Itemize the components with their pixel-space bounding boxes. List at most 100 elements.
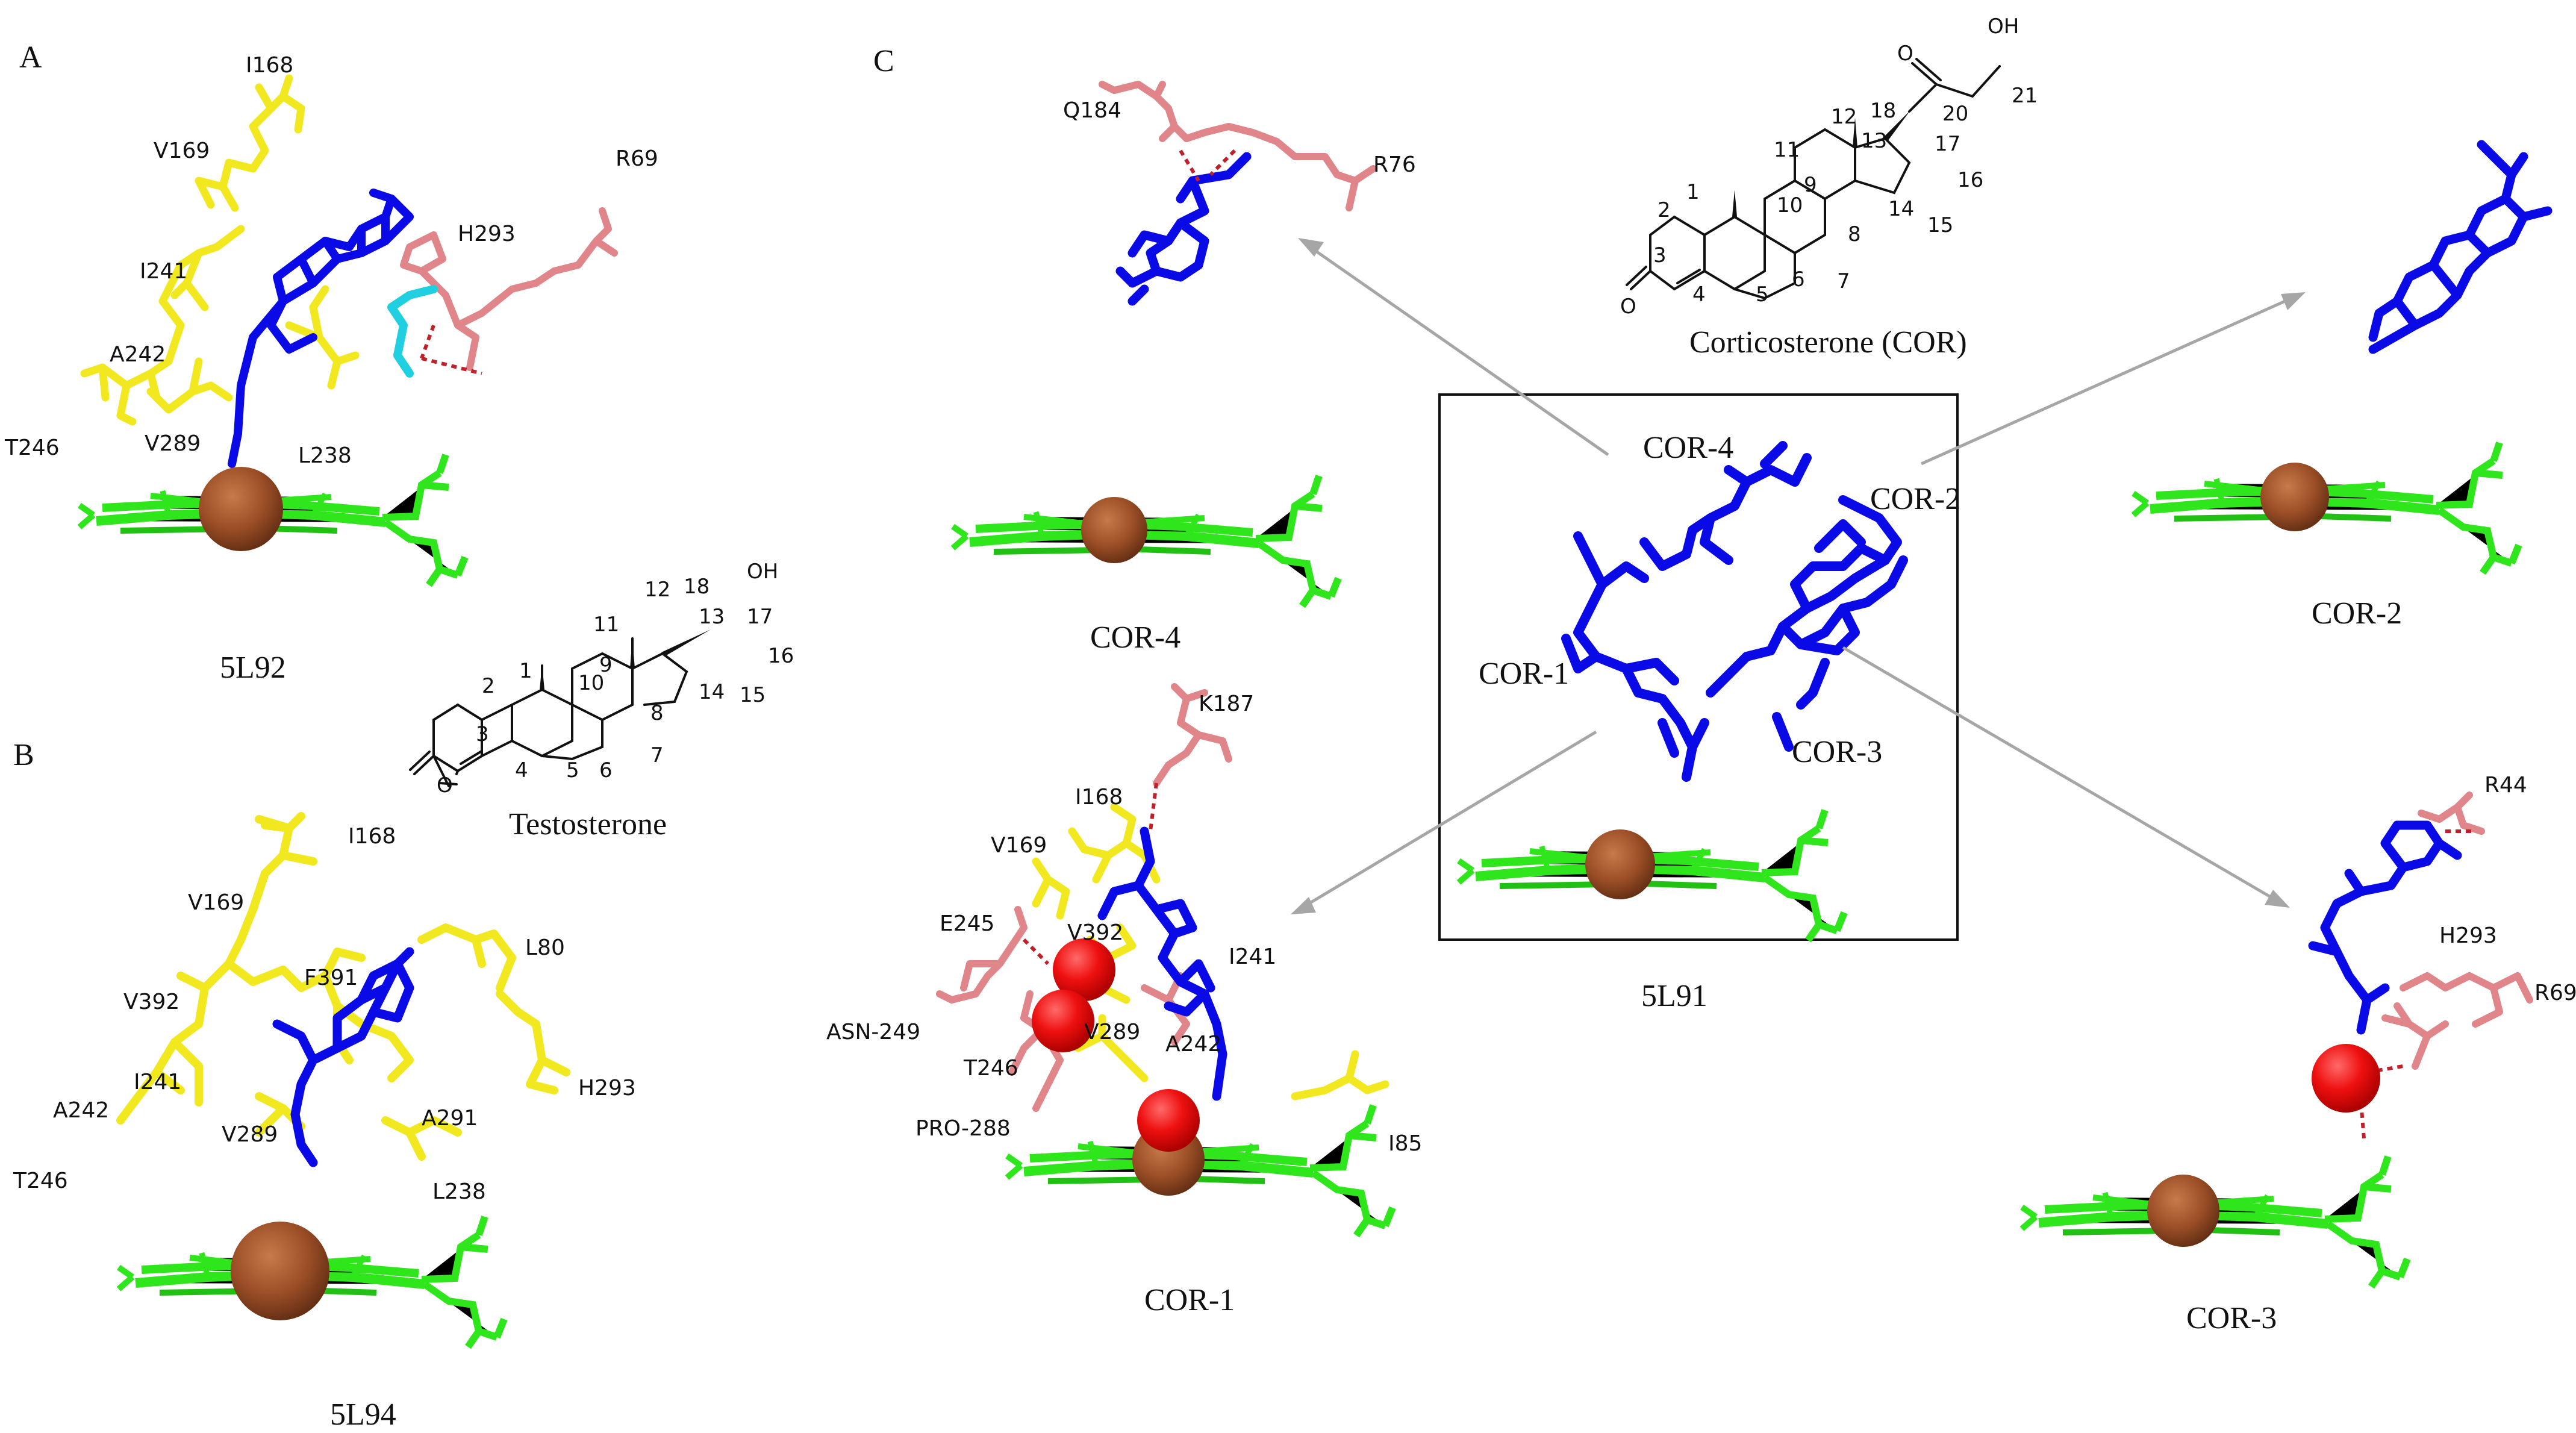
residue-label: T246 xyxy=(963,1056,1018,1081)
residue-label: A291 xyxy=(422,1106,478,1131)
atom-number: 11 xyxy=(1774,138,1800,162)
residue-label: I168 xyxy=(1075,785,1123,810)
wedge-bond xyxy=(661,629,711,657)
overlay-label-cor2: COR-2 xyxy=(1870,482,1960,516)
residue-label: T246 xyxy=(13,1169,68,1193)
residue-label: A242 xyxy=(1165,1032,1221,1057)
cor1-water-2 xyxy=(1032,990,1094,1052)
atom-number: 10 xyxy=(578,671,604,695)
residue-label: L238 xyxy=(432,1179,486,1204)
panel-b-letter: B xyxy=(13,738,34,772)
wedge-bond xyxy=(630,638,635,669)
panel-a-ligand xyxy=(228,189,414,468)
atom-number: 7 xyxy=(650,743,664,767)
residue-label: A242 xyxy=(53,1098,109,1123)
panel-a-cyan-residue xyxy=(387,285,438,378)
atom-number: 12 xyxy=(1831,105,1857,129)
panel-b-ligand xyxy=(272,947,414,1167)
atom-number: 8 xyxy=(1848,222,1861,246)
cor3-water xyxy=(2312,1044,2380,1113)
residue-label: I168 xyxy=(246,53,293,78)
chem-oxygen: O xyxy=(437,773,453,798)
arrows xyxy=(1291,238,2306,914)
cor3-iron-atom xyxy=(2147,1175,2219,1247)
residue-label: H293 xyxy=(458,222,516,246)
atom-number: 16 xyxy=(768,644,794,668)
residue-label: L80 xyxy=(525,935,565,960)
atom-number: 3 xyxy=(476,722,489,746)
atom-number: 3 xyxy=(1653,243,1667,267)
overlay-label-cor3: COR-3 xyxy=(1792,735,1882,769)
atom-number: 1 xyxy=(1686,180,1700,204)
atom-number: 15 xyxy=(740,683,766,707)
overlay-box xyxy=(1438,393,1959,941)
panel-a: A xyxy=(4,40,658,685)
chem-oh: OH xyxy=(747,560,778,584)
corticosterone-name: Corticosterone (COR) xyxy=(1689,325,1967,360)
residue-label: R69 xyxy=(616,146,658,171)
chem-oh: OH xyxy=(1988,14,2019,39)
residue-label: V392 xyxy=(1067,920,1123,945)
atom-number: 12 xyxy=(644,578,670,602)
residue-label: I241 xyxy=(1229,944,1276,969)
panel-b-iron-atom xyxy=(231,1222,329,1320)
atom-number: 13 xyxy=(1861,129,1887,153)
atom-number: 17 xyxy=(1935,132,1960,156)
residue-label: R76 xyxy=(1373,152,1416,177)
atom-number: 21 xyxy=(2012,84,2038,108)
residue-label: L238 xyxy=(298,443,352,468)
panel-c-letter: C xyxy=(873,44,894,78)
residue-label: R69 xyxy=(2534,981,2576,1005)
residue-label: I241 xyxy=(140,259,187,284)
residue-label: I241 xyxy=(134,1070,181,1094)
atom-number: 6 xyxy=(599,758,613,782)
cor1-water-3 xyxy=(1137,1089,1200,1152)
cor2-iron-atom xyxy=(2260,463,2329,531)
atom-number: 10 xyxy=(1777,193,1803,217)
panel-a-polar-residues xyxy=(400,207,618,371)
residue-label: F391 xyxy=(304,966,358,990)
residue-label: H293 xyxy=(2439,923,2497,948)
panel-c: C O xyxy=(826,14,2576,1335)
atom-number: 5 xyxy=(1756,283,1769,307)
atom-number: 5 xyxy=(566,758,579,782)
residue-label: ASN-249 xyxy=(826,1020,920,1044)
residue-label: Q184 xyxy=(1063,98,1121,123)
testosterone-structure: OH O 1 2 3 4 5 6 7 8 9 10 11 12 13 14 15… xyxy=(409,560,794,841)
atom-number: 9 xyxy=(599,653,613,677)
atom-number: 15 xyxy=(1927,213,1953,237)
atom-number: 7 xyxy=(1837,269,1850,293)
residue-label: V169 xyxy=(154,139,210,163)
cor2-pose: COR-2 xyxy=(2133,140,2553,631)
panel-a-hbonds xyxy=(420,324,482,375)
overlay-label-cor1: COR-1 xyxy=(1479,657,1569,691)
panel-c-pdb-id: 5L91 xyxy=(1641,979,1707,1013)
atom-number: 1 xyxy=(519,659,532,683)
residue-label: E245 xyxy=(940,911,994,936)
residue-label: A242 xyxy=(110,342,166,367)
cor4-heme xyxy=(953,476,1338,606)
overlay-label-cor4: COR-4 xyxy=(1643,431,1733,465)
atom-number: 16 xyxy=(1957,168,1983,192)
cor1-title: COR-1 xyxy=(1144,1283,1235,1317)
panel-a-hydrophobic-residues xyxy=(80,74,360,426)
residue-label: I85 xyxy=(1388,1131,1422,1156)
panel-b: B I168 V169 V392 F391 L80 I241 A242 T246 xyxy=(13,738,636,1432)
atom-number: 18 xyxy=(684,575,709,599)
residue-label: V289 xyxy=(222,1122,278,1147)
atom-number: 13 xyxy=(699,605,725,629)
residue-label: I168 xyxy=(348,824,396,849)
atom-number: 4 xyxy=(1692,283,1706,307)
cor3-title: COR-3 xyxy=(2186,1301,2277,1335)
panel-a-letter: A xyxy=(19,40,42,75)
atom-number: 11 xyxy=(593,613,619,637)
corticosterone-structure: OH O O 1 2 3 4 5 6 7 8 9 10 11 12 13 14 … xyxy=(1620,14,2038,360)
residue-label: V392 xyxy=(123,990,179,1014)
panel-a-pdb-id: 5L92 xyxy=(220,651,286,685)
residue-label: V289 xyxy=(1084,1020,1140,1044)
overlay-iron-atom xyxy=(1585,829,1655,899)
atom-number: 8 xyxy=(650,701,664,725)
atom-number: 9 xyxy=(1804,173,1817,197)
wedge-bond xyxy=(540,664,544,690)
